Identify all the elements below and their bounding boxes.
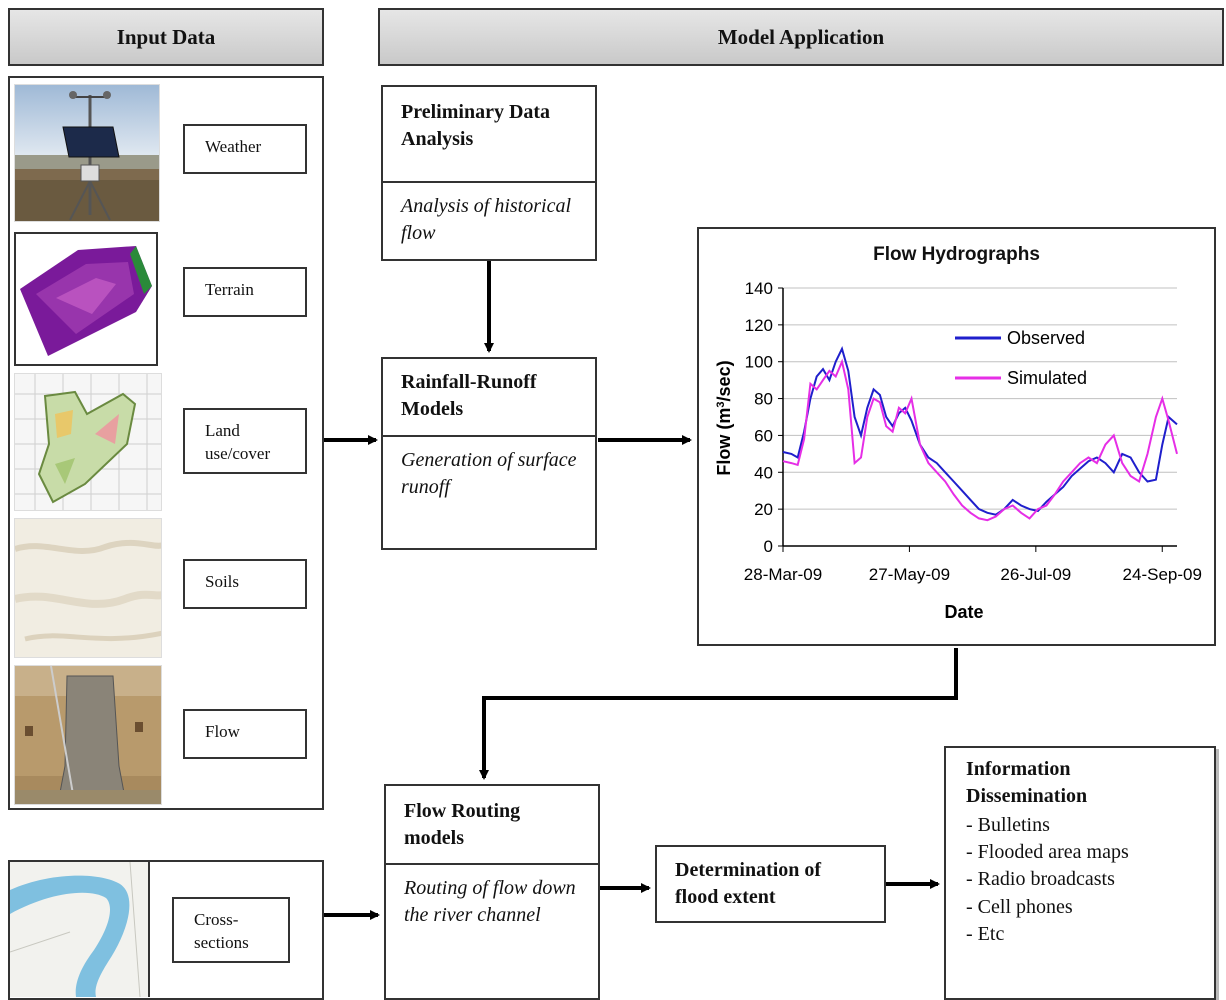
land-use-map-image: [14, 373, 162, 511]
x-axis-label: Date: [944, 602, 983, 622]
rainfall-runoff-models-title: Rainfall-Runoff Models: [383, 359, 595, 437]
series-line-observed: [782, 346, 1178, 516]
y-axis-label: Flow (m3/sec): [714, 360, 734, 475]
flow-hydrograph-chart: 0 20 40 60 80 100 120 140 28-Mar-09 27-May-09 26-…: [714, 279, 1202, 622]
soils-map-image: [14, 518, 162, 658]
preliminary-data-analysis-box: Preliminary Data Analysis Analysis of hi…: [381, 85, 597, 261]
chart-title: Flow Hydrographs: [873, 244, 1040, 265]
preliminary-data-analysis-desc: Analysis of historical flow: [401, 195, 571, 244]
weather-label: Weather: [183, 124, 307, 174]
y-tick-label: 80: [754, 390, 773, 409]
cross-sections-label: Cross-sections: [172, 897, 290, 963]
y-tick-labels: 0 20 40 60 80 100 120 140: [745, 279, 773, 556]
dissemination-item: Flooded area maps: [966, 839, 1194, 866]
y-tick-label: 60: [754, 426, 773, 445]
rainfall-runoff-models-box: Rainfall-Runoff Models Generation of sur…: [381, 357, 597, 550]
information-dissemination-title: Information Dissemination: [966, 758, 1088, 807]
chart-axes: [778, 287, 1177, 552]
chart-gridlines: [783, 287, 1177, 510]
flow-routing-models-box: Flow Routing models Routing of flow down…: [384, 784, 600, 1000]
flow-routing-models-title: Flow Routing models: [386, 786, 598, 865]
y-tick-label: 120: [745, 316, 773, 335]
series-line-simulated: [782, 358, 1178, 522]
dissemination-list: Bulletins Flooded area maps Radio broadc…: [966, 812, 1194, 948]
flow-routing-models-desc: Routing of flow down the river channel: [404, 877, 576, 926]
terrain-label: Terrain: [183, 267, 307, 317]
river-map-image: [10, 862, 150, 997]
chart-series: [782, 346, 1178, 522]
input-data-header: Input Data: [8, 8, 324, 66]
flood-extent-title: Determination of flood extent: [675, 859, 822, 908]
information-dissemination-box: Information Dissemination Bulletins Floo…: [944, 746, 1216, 1000]
land-use-cover-label: Land use/cover: [183, 408, 307, 474]
x-tick-labels: 28-Mar-09 27-May-09 26-Jul-09 24-Sep-09: [744, 565, 1202, 584]
dissemination-item: Radio broadcasts: [966, 866, 1194, 893]
dissemination-item: Bulletins: [966, 812, 1194, 839]
flow-label: Flow: [183, 709, 307, 759]
legend-label-observed: Observed: [1007, 328, 1085, 348]
y-tick-label: 40: [754, 463, 773, 482]
x-tick-label: 27-May-09: [869, 565, 950, 584]
y-tick-label: 20: [754, 500, 773, 519]
model-application-header: Model Application: [378, 8, 1224, 66]
x-tick-label: 28-Mar-09: [744, 565, 822, 584]
y-tick-label: 0: [764, 537, 773, 556]
flow-gauge-image: [14, 665, 162, 805]
dissemination-item: Etc: [966, 921, 1194, 948]
weather-station-image: [14, 84, 160, 222]
y-tick-label: 140: [745, 279, 773, 298]
x-tick-label: 24-Sep-09: [1123, 565, 1202, 584]
dissemination-item: Cell phones: [966, 894, 1194, 921]
preliminary-data-analysis-title: Preliminary Data Analysis: [383, 87, 595, 183]
flood-extent-box: Determination of flood extent: [655, 845, 886, 923]
rainfall-runoff-models-desc: Generation of surface runoff: [401, 449, 577, 498]
x-tick-label: 26-Jul-09: [1000, 565, 1071, 584]
soils-label: Soils: [183, 559, 307, 609]
arrow-chart-to-routing: [479, 648, 958, 780]
y-tick-label: 100: [745, 353, 773, 372]
legend-label-simulated: Simulated: [1007, 368, 1087, 388]
terrain-image: [14, 232, 158, 366]
